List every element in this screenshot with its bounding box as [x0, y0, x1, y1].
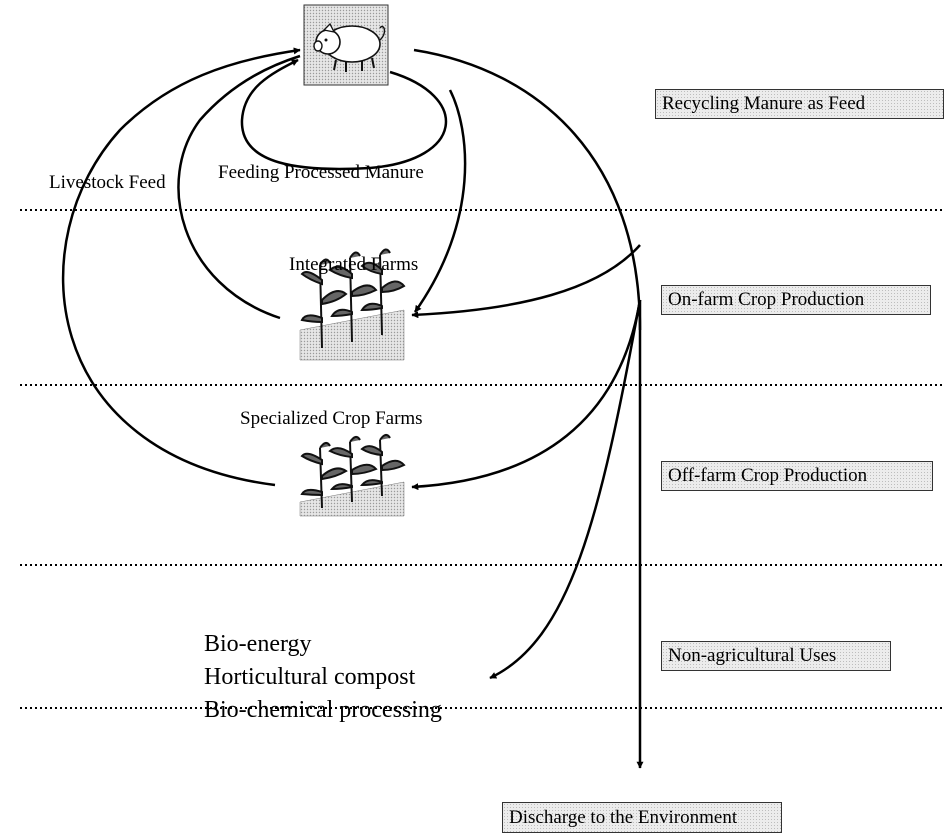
corn-plants-icon: [299, 434, 406, 517]
main-manure-flow-arrow: [413, 48, 642, 331]
horticultural-compost-label: Horticultural compost: [204, 664, 416, 690]
category-discharge-to-environment: Discharge to the Environment: [502, 802, 782, 833]
livestock-feed-arrow: [61, 47, 301, 487]
bio-energy-label: Bio-energy: [204, 631, 312, 657]
category-on-farm-crop-production: On-farm Crop Production: [661, 285, 931, 315]
to-on-farm-crop-arrow: [411, 244, 641, 319]
to-non-agricultural-arrow: [489, 299, 642, 680]
section-dividers: [20, 209, 944, 709]
livestock-feed-label: Livestock Feed: [49, 172, 166, 193]
feeding-processed-manure-label: Feeding Processed Manure: [218, 162, 424, 183]
bio-chemical-processing-label: Bio-chemical processing: [204, 697, 442, 723]
category-off-farm-crop-production: Off-farm Crop Production: [661, 461, 933, 491]
to-off-farm-crop-arrow: [411, 299, 642, 491]
inner-recycling-loop-arrow: [240, 58, 448, 171]
integrated-farms-label: Integrated Farms: [289, 254, 419, 275]
manure-to-integrated-farms-arrow: [413, 89, 467, 313]
specialized-crop-farms-label: Specialized Crop Farms: [240, 408, 423, 429]
feeding-processed-manure-arrow: [177, 54, 301, 320]
category-non-agricultural-uses: Non-agricultural Uses: [661, 641, 891, 671]
corn-plants-icon: [299, 248, 406, 361]
pig-icon: [303, 4, 389, 86]
category-recycling-manure-as-feed: Recycling Manure as Feed: [655, 89, 944, 119]
